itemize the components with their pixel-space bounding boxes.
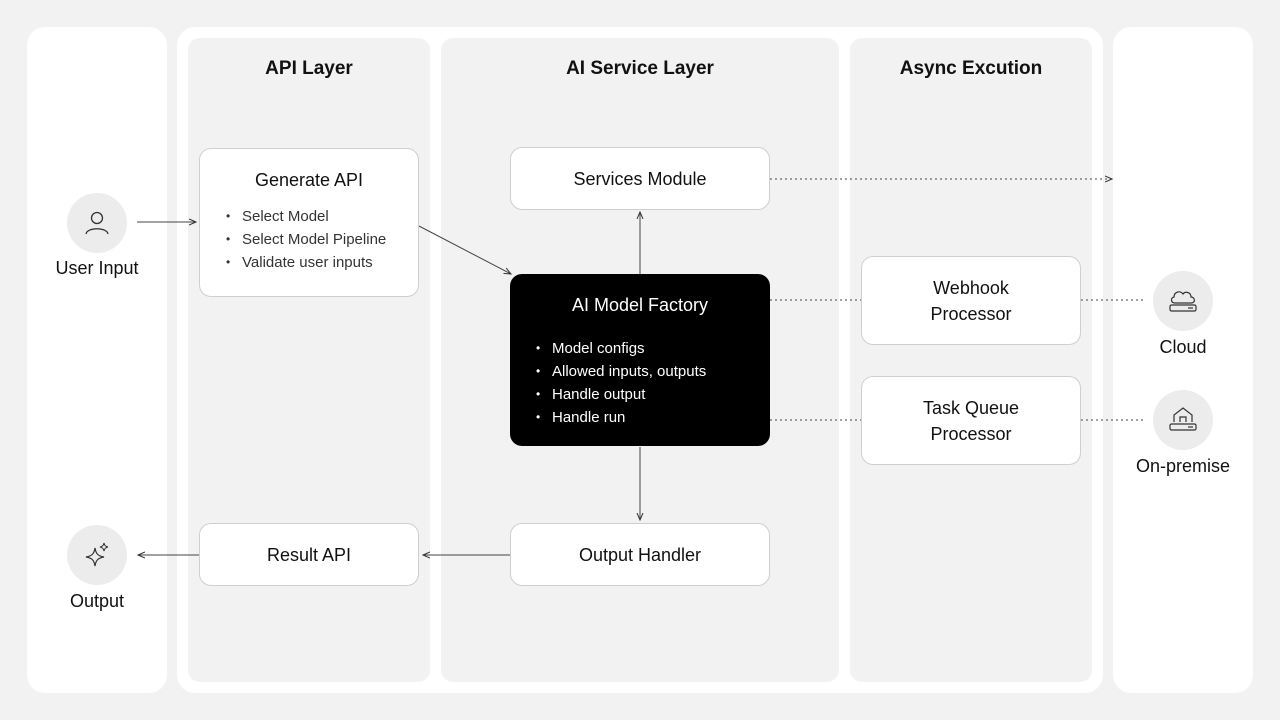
user-icon bbox=[85, 211, 109, 235]
cloud-node bbox=[1153, 271, 1213, 331]
list-item: Select Model bbox=[226, 205, 418, 228]
task-queue-processor-box: Task Queue Processor bbox=[861, 376, 1081, 465]
user-input-node bbox=[67, 193, 127, 253]
webhook-processor-box: Webhook Processor bbox=[861, 256, 1081, 345]
right-panel bbox=[1113, 27, 1253, 693]
list-item: Handle run bbox=[536, 406, 770, 429]
generate-api-title: Generate API bbox=[254, 170, 364, 190]
lane-title-api-layer: API Layer bbox=[265, 58, 353, 79]
services-module-title: Services Module bbox=[573, 168, 707, 189]
webhook-processor-title-line1: Webhook bbox=[933, 277, 1009, 298]
sparkle-icon bbox=[85, 542, 109, 567]
lane-title-ai-service-layer: AI Service Layer bbox=[566, 58, 714, 79]
lane-async-execution: Async Excution bbox=[850, 38, 1092, 682]
house-server-icon bbox=[1169, 407, 1197, 431]
list-item: Select Model Pipeline bbox=[226, 228, 418, 251]
ai-model-factory-title: AI Model Factory bbox=[571, 295, 709, 315]
cloud-label: Cloud bbox=[1159, 337, 1207, 357]
cloud-server-icon bbox=[1169, 291, 1197, 312]
lane-title-async-execution: Async Excution bbox=[899, 58, 1043, 79]
on-premise-node bbox=[1153, 390, 1213, 450]
output-label: Output bbox=[69, 591, 125, 611]
output-node bbox=[67, 525, 127, 585]
output-handler-title: Output Handler bbox=[578, 544, 702, 565]
list-item: Allowed inputs, outputs bbox=[536, 360, 770, 383]
on-premise-label: On-premise bbox=[1135, 456, 1231, 476]
user-input-label: User Input bbox=[55, 258, 139, 278]
generate-api-box: Generate API Select Model Select Model P… bbox=[199, 148, 419, 297]
result-api-title: Result API bbox=[266, 544, 352, 565]
ai-model-factory-box: AI Model Factory Model configs Allowed i… bbox=[510, 274, 770, 446]
task-queue-processor-title-line1: Task Queue bbox=[922, 397, 1020, 418]
ai-model-factory-list: Model configs Allowed inputs, outputs Ha… bbox=[536, 337, 770, 429]
list-item: Model configs bbox=[536, 337, 770, 360]
services-module-box: Services Module bbox=[510, 147, 770, 210]
webhook-processor-title-line2: Processor bbox=[930, 303, 1012, 324]
result-api-box: Result API bbox=[199, 523, 419, 586]
generate-api-list: Select Model Select Model Pipeline Valid… bbox=[226, 205, 418, 274]
list-item: Validate user inputs bbox=[226, 251, 418, 274]
task-queue-processor-title-line2: Processor bbox=[930, 423, 1012, 444]
list-item: Handle output bbox=[536, 383, 770, 406]
output-handler-box: Output Handler bbox=[510, 523, 770, 586]
